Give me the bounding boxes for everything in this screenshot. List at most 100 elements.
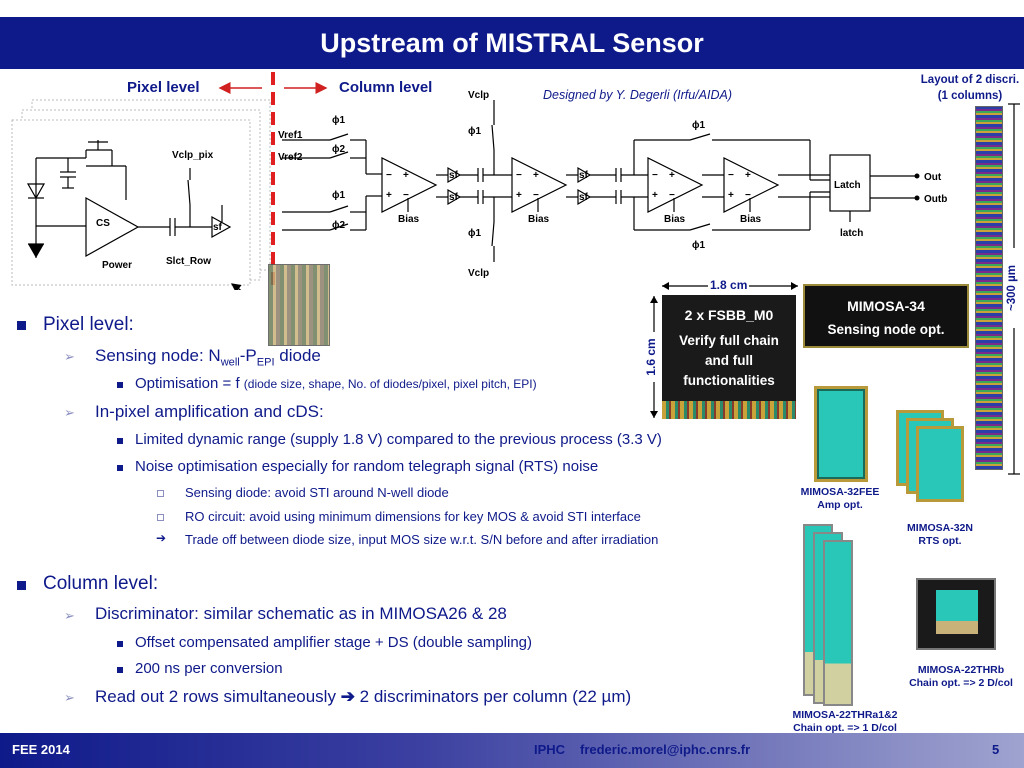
bias-label-1: Bias: [398, 214, 420, 225]
bullet-column-level: Column level:: [43, 573, 159, 594]
bullet-marker: [157, 514, 164, 521]
phi1-label-e: ϕ1: [692, 120, 705, 131]
bullet-ro-circuit: RO circuit: avoid using minimum dimensio…: [185, 509, 641, 524]
bullet-marker: [17, 321, 26, 330]
cs-label: CS: [96, 218, 110, 229]
sf-label-1a: sf: [449, 170, 459, 181]
power-label: Power: [102, 260, 132, 271]
bullet-offset: Offset compensated amplifier stage + DS …: [135, 634, 533, 651]
bullet-limited-range: Limited dynamic range (supply 1.8 V) com…: [135, 431, 662, 448]
phi1-label-f: ϕ1: [692, 240, 705, 251]
bias-label-2: Bias: [528, 214, 550, 225]
amp4-plus-b: +: [728, 190, 734, 201]
amp1-minus-b: −: [403, 190, 409, 201]
bias-label-3: Bias: [664, 214, 686, 225]
footer-institute: IPHC: [534, 742, 566, 757]
amp1-minus: −: [386, 170, 392, 181]
latch-input-label: latch: [840, 228, 863, 239]
slide-title: Upstream of MISTRAL Sensor: [320, 28, 704, 58]
amp-stage-3: [647, 157, 704, 213]
pixel-level-label: Pixel level: [127, 79, 200, 96]
footer-event: FEE 2014: [12, 742, 70, 757]
mimosa34-title: MIMOSA-34: [847, 298, 925, 314]
amp4-minus-b: −: [745, 190, 751, 201]
amp2-minus: −: [516, 170, 522, 181]
amp2-plus: +: [533, 170, 539, 181]
amp1-plus: +: [403, 170, 409, 181]
column-level-label: Column level: [339, 79, 433, 96]
footer-email: frederic.morel@iphc.cnrs.fr: [580, 742, 751, 757]
vclp-label-top: Vclp: [468, 90, 489, 101]
sf-label-2b: sf: [579, 192, 589, 203]
fsbb-chip: 2 x FSBB_M0 Verify full chain and full f…: [662, 295, 796, 419]
sf-label-2a: sf: [579, 170, 589, 181]
mimosa34-chip: MIMOSA-34 Sensing node opt.: [803, 284, 969, 348]
out-label: Out: [924, 172, 942, 183]
bullet-marker: ➢: [64, 349, 75, 364]
bullet-discriminator: Discriminator: similar schematic as in M…: [95, 604, 507, 623]
discri-layout-image: [975, 106, 1003, 470]
mimosa22thra-chip: [823, 540, 853, 706]
bullet-marker: [117, 667, 123, 673]
bullet-marker: ➢: [64, 690, 75, 705]
fsbb-desc: Verify full chain and full functionaliti…: [679, 333, 779, 388]
mimosa34-desc: Sensing node opt.: [827, 322, 945, 337]
phi2-label-a: ϕ2: [332, 144, 345, 155]
arrow-icon: ➔: [340, 687, 355, 706]
pixel-frame: [11, 119, 251, 286]
layout-height-label: ~300 µm: [1006, 248, 1018, 328]
circuit-schematic: CS Power Vclp_pix Slct_Row sf Vref1 Vref…: [11, 72, 947, 290]
amp-stage-2: [511, 157, 568, 213]
bullet-marker: ➢: [64, 405, 75, 420]
pixel-pointer-arrow: [231, 283, 242, 290]
bullet-marker: [17, 581, 26, 590]
fsbb-width-label: 1.8 cm: [708, 278, 750, 292]
bullet-sensing-node: Sensing node: Nwell-PEPI diode: [95, 346, 321, 369]
footer: FEE 2014 IPHC frederic.morel@iphc.cnrs.f…: [0, 733, 1024, 768]
layout-caption-line1: Layout of 2 discri.: [920, 74, 1020, 86]
fsbb-pad-strip: [662, 401, 796, 419]
mimosa22thrb-chip: [916, 578, 996, 650]
vref2-label: Vref2: [278, 152, 303, 163]
designer-credit: Designed by Y. Degerli (Irfu/AIDA): [543, 88, 732, 102]
bullet-pixel-level: Pixel level:: [43, 314, 134, 335]
outb-label: Outb: [924, 194, 947, 205]
ground-diode: [28, 244, 44, 258]
vclp-pix-label: Vclp_pix: [172, 150, 214, 161]
bullet-readout: Read out 2 rows simultaneously ➔ 2 discr…: [95, 687, 632, 706]
phi1-label-b: ϕ1: [332, 190, 345, 201]
bullet-optimisation: Optimisation = f (diode size, shape, No.…: [135, 375, 537, 392]
amp3-plus-b: +: [652, 190, 658, 201]
amp4-minus: −: [728, 170, 734, 181]
vclp-label-bottom: Vclp: [468, 268, 489, 279]
phi1-label-c: ϕ1: [468, 126, 481, 137]
latch-label: Latch: [834, 180, 861, 191]
bullet-noise-opt: Noise optimisation especially for random…: [135, 458, 599, 475]
amp3-plus: +: [669, 170, 675, 181]
amp3-minus: −: [652, 170, 658, 181]
sensing-diode: [26, 183, 46, 200]
pixel-sf-label: sf: [213, 222, 223, 233]
title-bar: Upstream of MISTRAL Sensor: [0, 17, 1024, 69]
amp4-plus: +: [745, 170, 751, 181]
phi2-label-b: ϕ2: [332, 220, 345, 231]
slct-row-label: Slct_Row: [166, 256, 211, 267]
bullet-ns-per-conversion: 200 ns per conversion: [135, 660, 283, 677]
bullet-marker: [157, 490, 164, 497]
sf-label-1b: sf: [449, 192, 459, 203]
fsbb-title: 2 x FSBB_M0: [684, 307, 774, 323]
pixel-layout-image: [268, 264, 330, 346]
mimosa32n-chip: [916, 426, 964, 502]
bias-label-4: Bias: [740, 214, 762, 225]
amp-stage-1: [381, 157, 438, 213]
fsbb-height-label: 1.6 cm: [644, 332, 658, 382]
mimosa32fee-chip: [814, 386, 868, 482]
phi1-label-d: ϕ1: [468, 228, 481, 239]
amp3-minus-b: −: [669, 190, 675, 201]
bullet-marker: [117, 465, 123, 471]
bullet-trade-off: Trade off between diode size, input MOS …: [185, 532, 659, 547]
